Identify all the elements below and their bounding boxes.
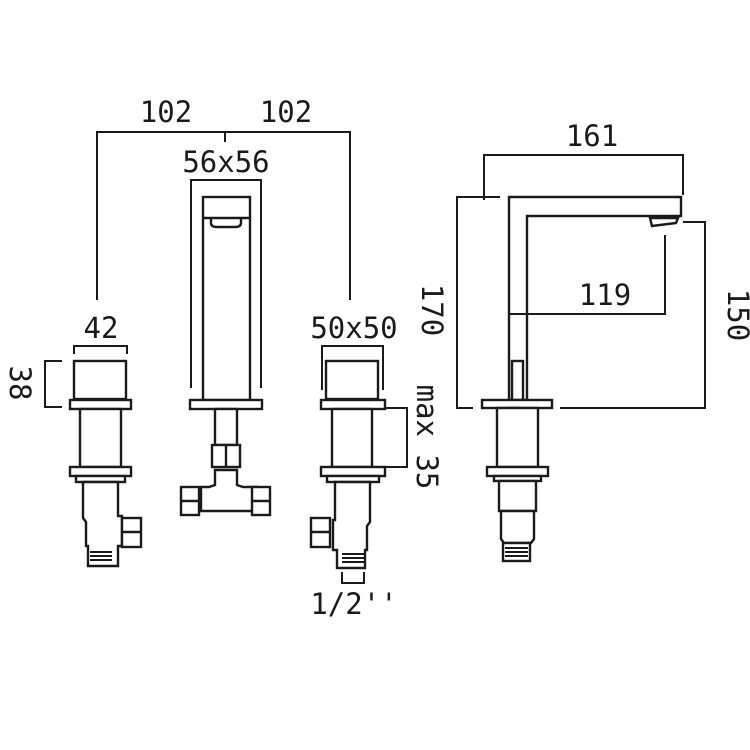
spacing-left-label: 102 [140,95,192,129]
thread-size-label: 1/2'' [310,587,397,621]
max-deck-label: max 35 [410,385,444,490]
spout-front-view: 56x56 [179,145,272,517]
thread-icon [90,551,112,561]
spout-reach-label: 161 [566,119,618,153]
spout-base-label: 56x56 [182,145,269,179]
right-handle-view: 50x50 max 35 1/2'' [309,311,444,621]
side-view: 161 170 119 150 [415,119,750,563]
spacing-dimension: 102 102 [96,95,351,300]
lever-icon [510,359,525,402]
thread-icon [342,553,364,563]
overall-height-label: 170 [415,284,449,336]
inner-reach-label: 119 [579,278,631,312]
handle-base-label: 50x50 [310,311,397,345]
spacing-right-label: 102 [260,95,312,129]
outlet-height-label: 150 [721,289,750,341]
handle-width-label: 42 [84,311,119,345]
handle-height-label: 38 [3,366,37,401]
left-handle-view: 42 38 [3,311,143,568]
thread-icon [505,547,528,557]
